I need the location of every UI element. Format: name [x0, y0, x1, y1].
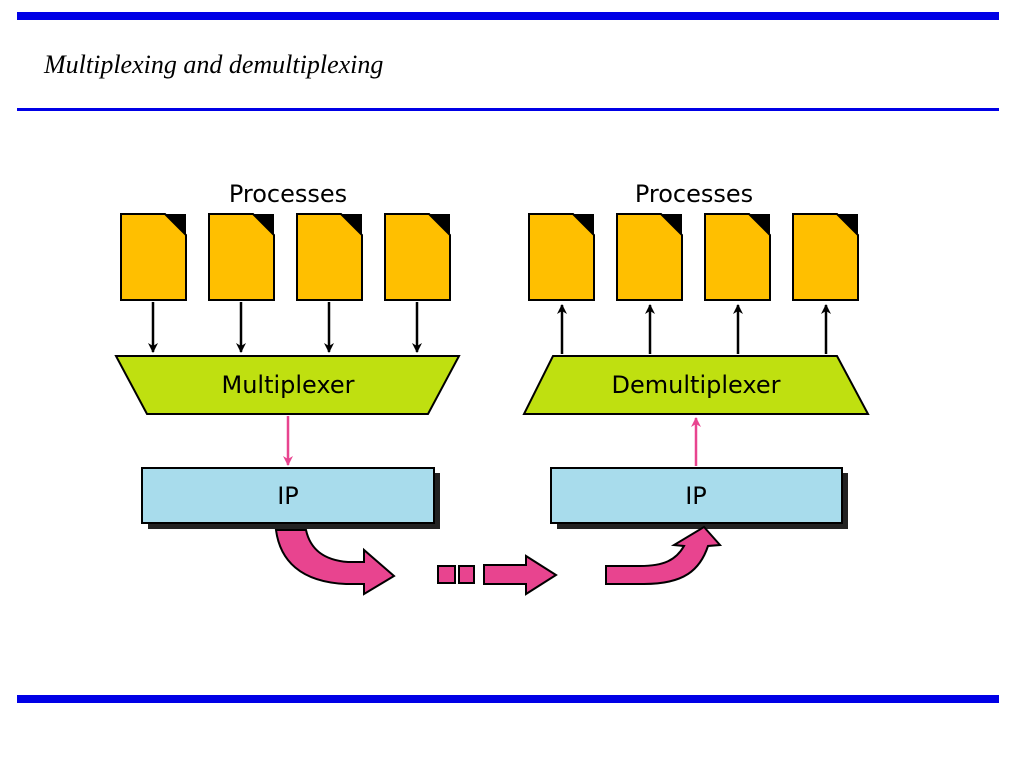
document-icon	[384, 213, 451, 301]
sender-processes-label: Processes	[229, 180, 347, 208]
top-rule	[17, 12, 999, 20]
document-icon	[616, 213, 683, 301]
bottom-rule	[17, 695, 999, 703]
sender-ip-box: IP	[141, 467, 440, 529]
receiver-ip-box: IP	[550, 467, 848, 529]
curved-arrow-icon	[274, 529, 396, 596]
multiplexer: Multiplexer	[114, 355, 461, 415]
document-icon	[296, 213, 363, 301]
document-icon	[792, 213, 859, 301]
sender-ip-label: IP	[277, 482, 299, 510]
receiver-processes-label: Processes	[635, 180, 753, 208]
document-icon	[208, 213, 275, 301]
multiplexer-label: Multiplexer	[221, 371, 354, 399]
straight-arrow-icon	[483, 554, 558, 596]
demultiplexer: Demultiplexer	[522, 355, 870, 415]
document-icon	[120, 213, 187, 301]
curved-arrow-icon	[605, 525, 723, 585]
receiver-up-arrows	[557, 304, 831, 354]
sender-processes	[120, 213, 451, 301]
slide-title: Multiplexing and demultiplexing	[44, 50, 384, 79]
receiver-processes	[528, 213, 859, 301]
document-icon	[528, 213, 595, 301]
sender-down-arrows	[148, 302, 422, 353]
receiver-ip-label: IP	[685, 482, 707, 510]
demultiplexer-label: Demultiplexer	[612, 371, 781, 399]
document-icon	[704, 213, 771, 301]
title-underline	[17, 108, 999, 111]
ellipsis-dots	[437, 565, 475, 584]
